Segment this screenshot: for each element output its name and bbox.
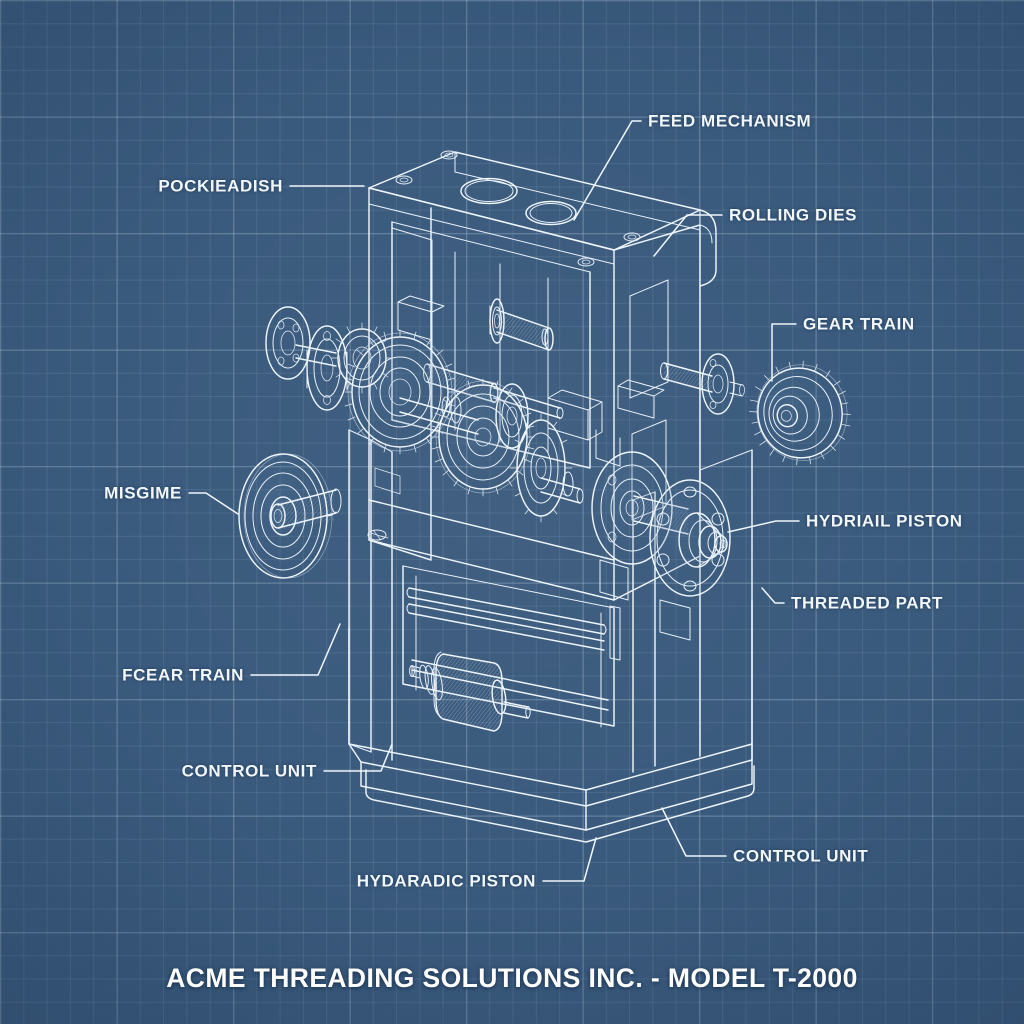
callout-pockieadish: POCKIEADISH bbox=[158, 176, 283, 196]
callout-fcear-train: FCEAR TRAIN bbox=[122, 665, 244, 685]
bolt-flange bbox=[591, 451, 731, 597]
pulley-far-left bbox=[265, 306, 337, 380]
feed-spindle bbox=[489, 298, 554, 351]
callout-gear-train-right: GEAR TRAIN bbox=[803, 314, 915, 334]
flange-disc-far-left bbox=[306, 325, 348, 411]
callout-misgime: MISGIME bbox=[104, 483, 182, 503]
hydraulic-ram bbox=[409, 651, 531, 732]
callout-threaded-part: THREADED PART bbox=[791, 593, 943, 613]
leader-lines bbox=[188, 120, 800, 882]
mounting-holes bbox=[367, 150, 641, 541]
gear-small-right bbox=[495, 383, 529, 449]
callout-rolling-dies: ROLLING DIES bbox=[729, 205, 858, 225]
callout-feed-mechanism: FEED MECHANISM bbox=[648, 111, 812, 131]
left-column bbox=[348, 429, 393, 761]
detail-brackets bbox=[374, 295, 691, 661]
gear-small-upper-left bbox=[330, 322, 394, 394]
gear-cluster bbox=[265, 306, 584, 523]
flywheel bbox=[238, 453, 342, 579]
title-block: ACME THREADING SOLUTIONS INC. - MODEL T-… bbox=[166, 963, 858, 993]
base-frame bbox=[348, 599, 755, 843]
output-shaft-right bbox=[660, 353, 745, 415]
loose-gear bbox=[749, 360, 851, 466]
callout-hydaradic-piston: HYDARADIC PISTON bbox=[356, 871, 536, 891]
callout-control-unit-left: CONTROL UNIT bbox=[181, 761, 317, 781]
callout-hydriail-piston: HYDRIAIL PISTON bbox=[806, 511, 963, 531]
callout-control-unit-right: CONTROL UNIT bbox=[733, 846, 869, 866]
lower-rails bbox=[402, 565, 615, 728]
gear-center-right bbox=[509, 413, 573, 523]
